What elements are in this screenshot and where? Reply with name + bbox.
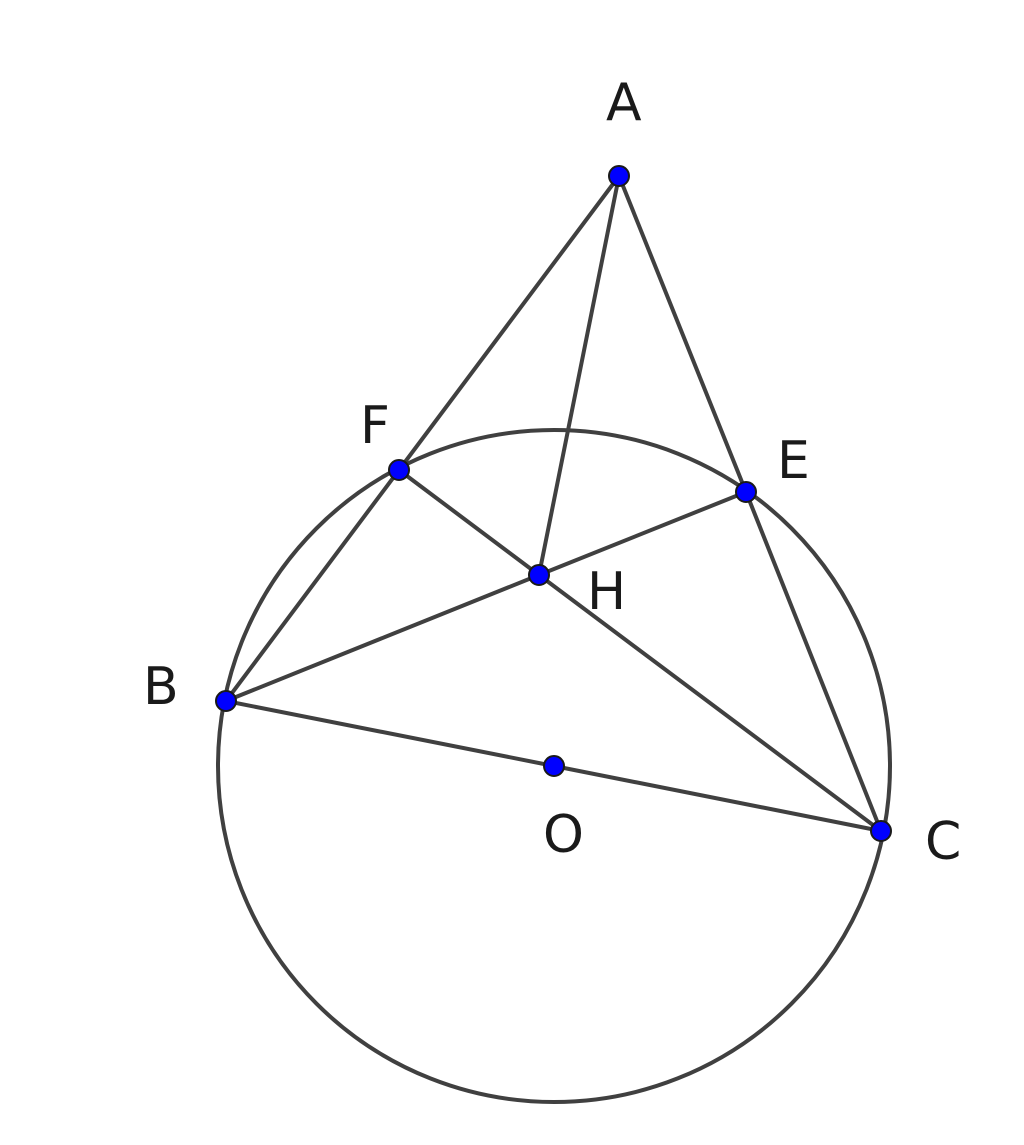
segment-fh	[397, 468, 541, 577]
point-e	[735, 481, 757, 503]
label-c: C	[925, 812, 961, 872]
segment-af	[397, 174, 621, 472]
segment-ec	[744, 490, 883, 833]
label-a: A	[606, 73, 642, 133]
label-h: H	[587, 562, 626, 622]
point-h	[528, 564, 550, 586]
label-e: E	[777, 431, 810, 491]
point-o	[543, 755, 565, 777]
point-f	[388, 459, 410, 481]
label-b: B	[143, 657, 179, 717]
label-o: O	[543, 805, 584, 865]
segment-oc	[552, 764, 883, 833]
segment-he	[537, 490, 748, 577]
segment-ah	[537, 174, 621, 577]
point-b	[215, 690, 237, 712]
circle-o	[216, 428, 892, 1104]
segment-hc	[537, 573, 883, 833]
segment-bo	[224, 699, 556, 768]
point-c	[870, 820, 892, 842]
segment-fb	[224, 468, 401, 703]
label-f: F	[360, 396, 390, 456]
segment-ae	[617, 174, 748, 494]
point-a	[608, 165, 630, 187]
segment-bh	[224, 573, 541, 703]
